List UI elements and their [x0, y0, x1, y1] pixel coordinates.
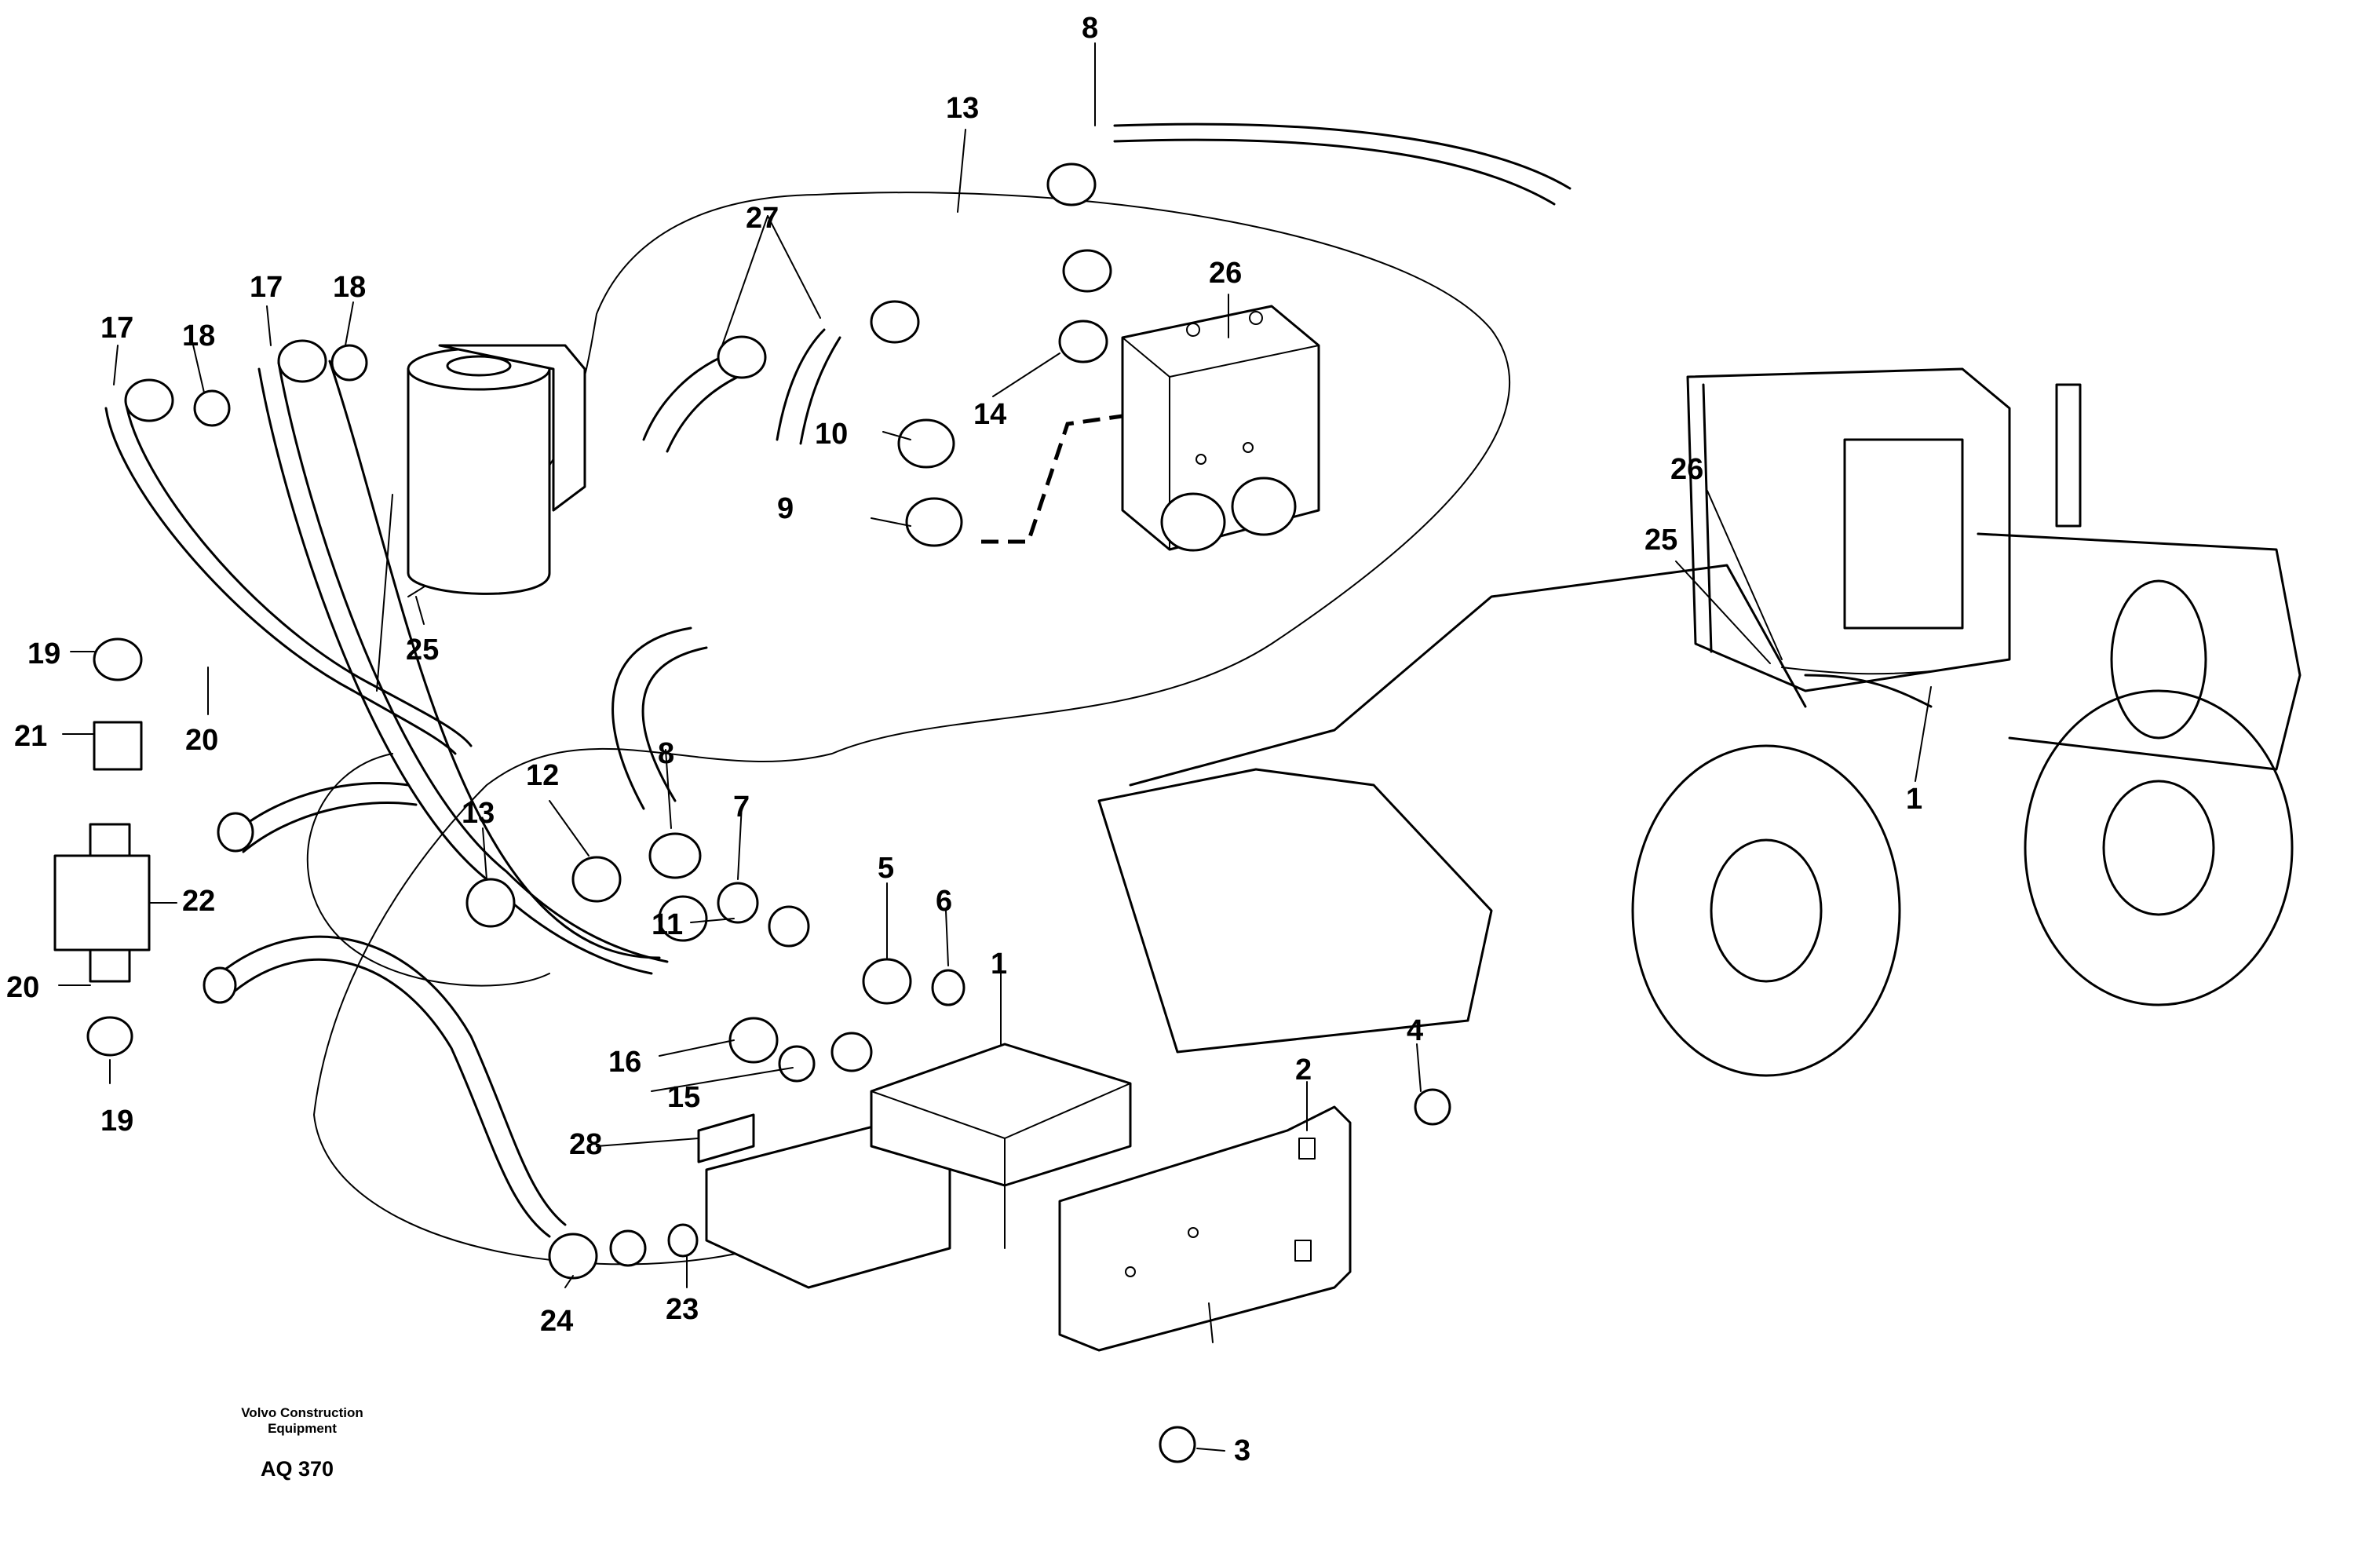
- callout-12: 12: [526, 759, 559, 792]
- callout-10: 10: [815, 418, 848, 451]
- hoses: [104, 122, 1571, 1238]
- callout-18: 18: [333, 271, 366, 304]
- callout-8: 8: [658, 737, 674, 770]
- callout-23: 23: [666, 1293, 699, 1326]
- callout-26: 26: [1209, 257, 1242, 290]
- solenoid-valve: [697, 1043, 1132, 1289]
- callout-1: 1: [1906, 783, 1922, 816]
- callout-9: 9: [777, 492, 794, 525]
- callout-2: 2: [1295, 1054, 1312, 1087]
- callout-27: 27: [746, 202, 779, 235]
- callout-25: 25: [406, 634, 439, 667]
- caption-line2: Equipment: [268, 1421, 337, 1436]
- caption-line1: Volvo Construction: [241, 1405, 363, 1420]
- figure-code: AQ 370: [261, 1457, 334, 1481]
- callout-26: 26: [1670, 453, 1703, 486]
- callout-20: 20: [185, 724, 218, 757]
- callout-28: 28: [569, 1128, 602, 1161]
- callout-4: 4: [1407, 1014, 1423, 1047]
- wheel-loader: [1097, 367, 2302, 1077]
- callout-labels: 8 13 27 26 17 18 17 18 14 10 9 25 19 20 …: [6, 12, 1922, 1467]
- callout-7: 7: [733, 791, 750, 824]
- valve-block: [1121, 305, 1320, 552]
- callout-21: 21: [14, 720, 47, 753]
- callout-24: 24: [540, 1305, 573, 1338]
- callout-16: 16: [608, 1046, 641, 1079]
- callout-11: 11: [652, 908, 683, 941]
- callout-14: 14: [973, 398, 1006, 431]
- callout-8: 8: [1082, 12, 1098, 45]
- callout-20: 20: [6, 971, 39, 1004]
- mounting-bracket: [1058, 1105, 1352, 1352]
- callout-5: 5: [878, 852, 894, 885]
- callout-19: 19: [27, 637, 60, 670]
- callout-22: 22: [182, 885, 215, 918]
- callout-25: 25: [1644, 524, 1677, 557]
- callout-3: 3: [1234, 1434, 1250, 1467]
- callout-17: 17: [250, 271, 283, 304]
- callout-6: 6: [936, 885, 952, 918]
- callout-17: 17: [100, 312, 133, 345]
- filter-tank: [376, 344, 586, 692]
- leader-lines: [58, 42, 1932, 1452]
- callout-18: 18: [182, 320, 215, 352]
- callout-13: 13: [946, 92, 979, 125]
- connection-dashed: [981, 414, 1123, 544]
- callout-15: 15: [667, 1081, 700, 1114]
- callout-19: 19: [100, 1105, 133, 1138]
- figure-caption: Volvo Construction Equipment AQ 370: [241, 1405, 363, 1481]
- callout-1: 1: [991, 948, 1007, 981]
- fittings: [53, 163, 1451, 1463]
- callout-13: 13: [462, 797, 495, 830]
